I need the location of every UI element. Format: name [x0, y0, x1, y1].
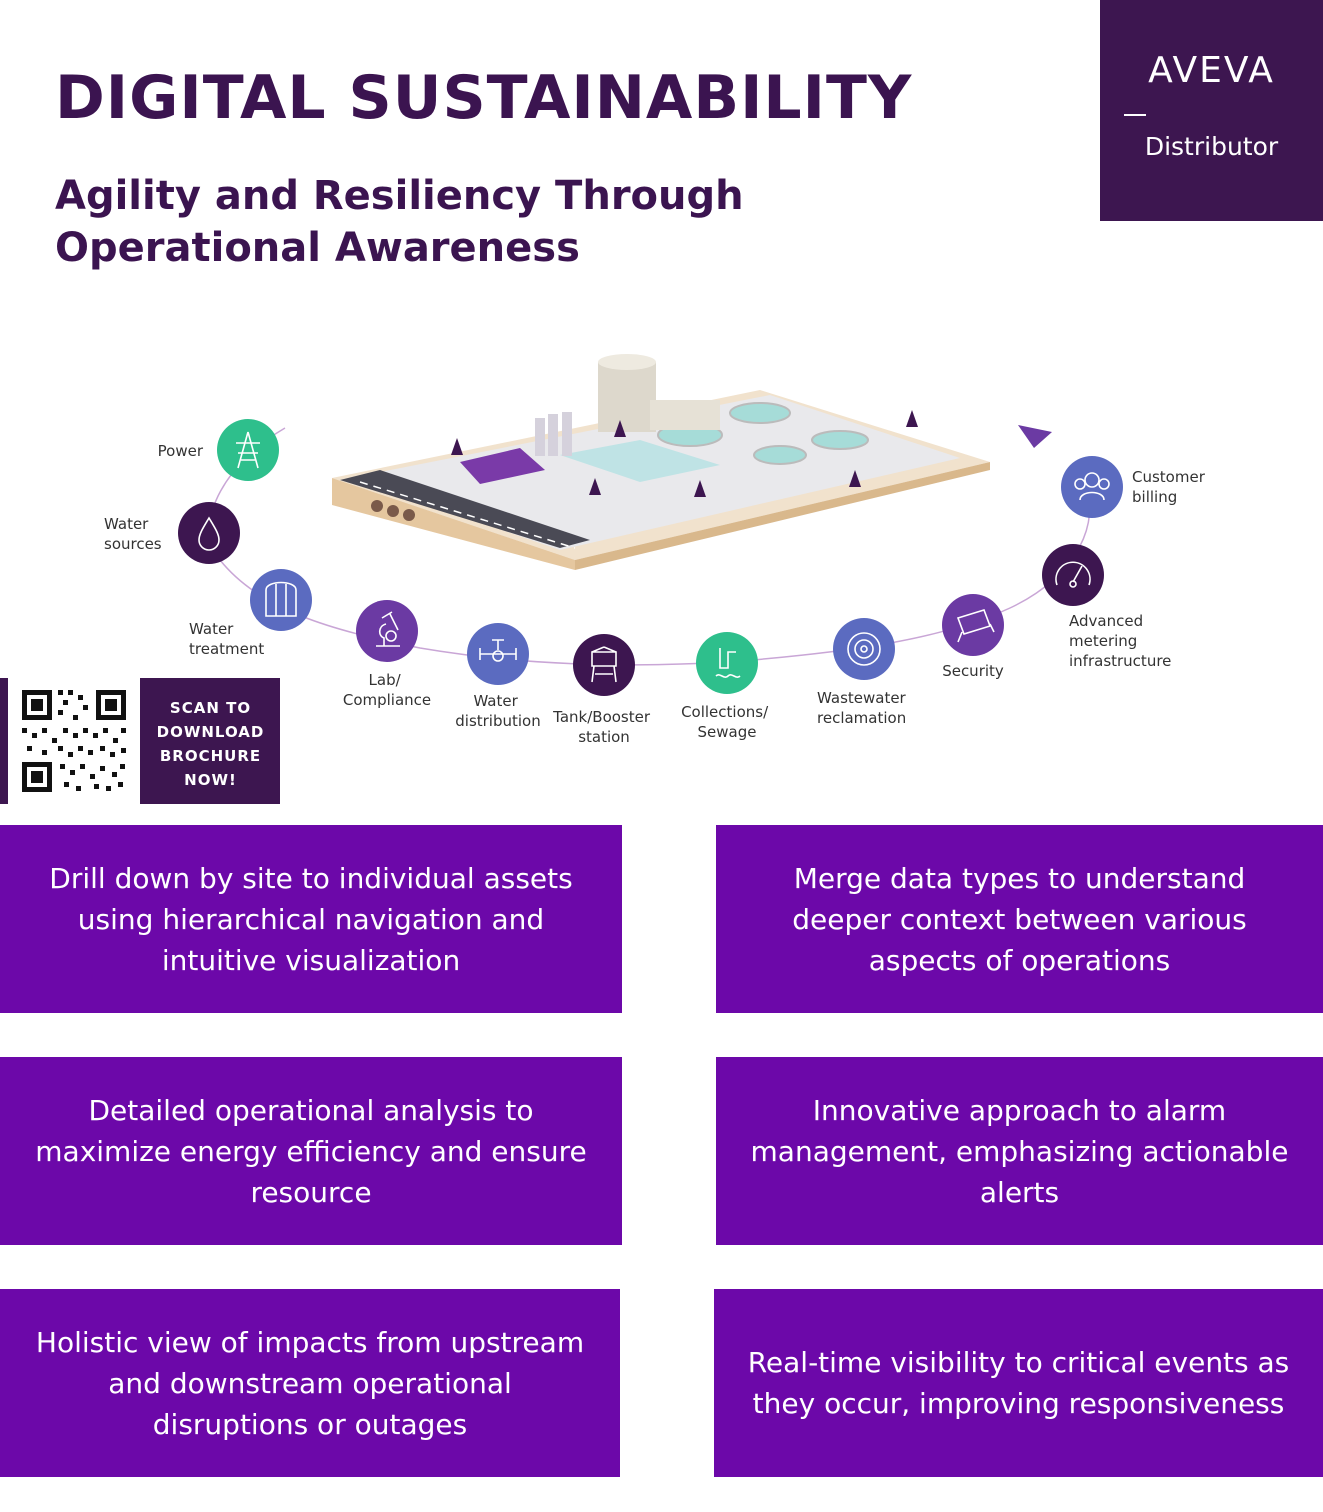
- step-label-line1: Customer: [1132, 468, 1206, 486]
- step-label: Customer billing: [1132, 468, 1210, 506]
- step-label-line2: Sewage: [698, 723, 757, 741]
- qr-code-icon: [22, 690, 126, 792]
- step-label: Collections/ Sewage: [681, 703, 773, 741]
- step-label: Advanced metering infrastructure: [1069, 612, 1171, 670]
- water-tower-icon: [591, 646, 617, 683]
- security-camera-icon: [956, 609, 995, 643]
- step-label-line2: station: [578, 728, 630, 746]
- customers-icon: [1074, 472, 1110, 501]
- step-label: Wastewater reclamation: [817, 689, 911, 727]
- step-label-line1: Water: [189, 620, 234, 638]
- page-title: DIGITAL SUSTAINABILITY: [55, 63, 913, 133]
- step-label-line1: Collections/: [681, 703, 769, 721]
- sewage-icon: [715, 648, 741, 678]
- step-tank-booster-station: Tank/Booster station: [552, 634, 655, 746]
- microscope-icon: [376, 611, 400, 647]
- step-label-line2: sources: [104, 535, 162, 553]
- distributor-label: Distributor: [1144, 132, 1279, 161]
- feature-card-operational-analysis: Detailed operational analysis to maximiz…: [0, 1057, 622, 1245]
- step-label: Water distribution: [455, 692, 540, 730]
- step-label-line1: Lab/: [369, 671, 402, 689]
- aveva-logo: AVEVA: [1148, 50, 1275, 91]
- meter-gauge-icon: [1055, 561, 1091, 588]
- step-label-line1: Wastewater: [817, 689, 907, 707]
- feature-card-drill-down: Drill down by site to individual assets …: [0, 825, 622, 1013]
- step-label-line2: reclamation: [817, 709, 906, 727]
- step-label: Security: [942, 662, 1004, 680]
- step-lab-compliance: Lab/ Compliance: [343, 600, 431, 709]
- qr-code-image[interactable]: [8, 678, 140, 804]
- step-customer-billing: Customer billing: [1061, 456, 1210, 518]
- feature-card-alarm-management: Innovative approach to alarm management,…: [716, 1057, 1323, 1245]
- step-label: Water sources: [104, 515, 162, 553]
- step-label-line2: metering: [1069, 632, 1137, 650]
- step-wastewater-reclamation: Wastewater reclamation: [817, 618, 911, 727]
- qr-download-panel[interactable]: SCAN TO DOWNLOAD BROCHURE NOW!: [0, 678, 280, 804]
- cycle-arrowhead: [1018, 425, 1052, 448]
- valve-icon: [479, 639, 517, 662]
- scan-to-download-label: SCAN TO DOWNLOAD BROCHURE NOW!: [156, 699, 265, 789]
- page-subtitle: Agility and Resiliency Through Operation…: [55, 173, 744, 271]
- feature-card-real-time-visibility: Real-time visibility to critical events …: [714, 1289, 1323, 1477]
- step-label: Lab/ Compliance: [343, 671, 431, 709]
- step-label-line2: distribution: [455, 712, 540, 730]
- step-security: Security: [942, 594, 1004, 680]
- power-tower-icon: [236, 431, 260, 469]
- filter-wheel-icon: [847, 632, 881, 666]
- step-label-line2: treatment: [189, 640, 264, 658]
- brand-divider: [1124, 114, 1146, 116]
- tank-icon: [265, 581, 297, 617]
- step-label-line1: Water: [473, 692, 518, 710]
- step-water-sources: Water sources: [104, 502, 240, 564]
- step-label-line2: billing: [1132, 488, 1177, 506]
- step-label: Power: [158, 442, 204, 460]
- step-label-line1: Water: [104, 515, 149, 533]
- step-label: Tank/Booster station: [552, 708, 655, 746]
- water-plant-illustration: [332, 354, 990, 570]
- step-label: Water treatment: [189, 620, 264, 658]
- step-water-distribution: Water distribution: [455, 623, 541, 730]
- operations-cycle-diagram: Power Water sources Water treatment Lab/…: [104, 354, 1210, 746]
- step-label-line1: Advanced: [1069, 612, 1143, 630]
- feature-card-merge-data: Merge data types to understand deeper co…: [716, 825, 1323, 1013]
- water-drop-icon: [198, 516, 220, 551]
- step-label-line1: Tank/Booster: [552, 708, 651, 726]
- step-label-line3: infrastructure: [1069, 652, 1171, 670]
- step-collections-sewage: Collections/ Sewage: [681, 632, 773, 741]
- aveva-distributor-badge: AVEVA Distributor: [1100, 0, 1323, 221]
- step-power: Power: [158, 419, 279, 481]
- feature-card-holistic-view: Holistic view of impacts from upstream a…: [0, 1289, 620, 1477]
- step-advanced-metering: Advanced metering infrastructure: [1042, 544, 1171, 670]
- step-label-line2: Compliance: [343, 691, 431, 709]
- step-water-treatment: Water treatment: [189, 569, 312, 658]
